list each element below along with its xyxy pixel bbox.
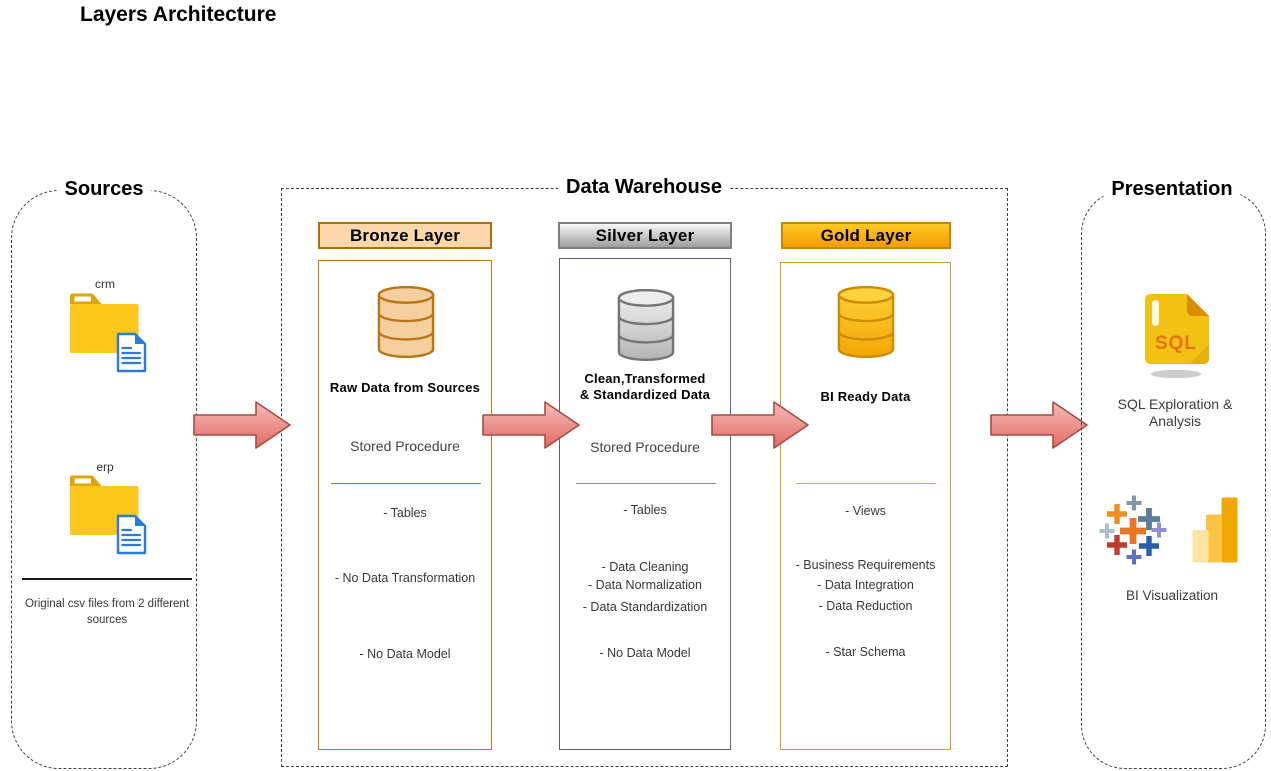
- silver-layer-divider: [576, 483, 716, 484]
- bronze-layer-item: - No Data Transformation: [334, 571, 476, 585]
- erp-folder-label: erp: [96, 460, 114, 474]
- presentation-group-box: [1081, 190, 1266, 769]
- bronze-layer-item: - No Data Model: [359, 647, 451, 661]
- silver-layer-title: Silver Layer: [595, 225, 695, 245]
- crm-folder-label: crm: [95, 277, 115, 291]
- presentation-group-label: Presentation: [1103, 178, 1241, 202]
- bronze-layer-title: Bronze Layer: [349, 225, 461, 245]
- gold-layer-divider: [796, 483, 936, 484]
- bronze-layer-box: Raw Data from Sources Stored Procedure -…: [318, 260, 492, 750]
- csv-file-icon: [116, 332, 147, 373]
- sql-badge-text: SQL: [1155, 333, 1197, 354]
- database-icon: [837, 286, 895, 358]
- gold-layer-item: - Views: [845, 504, 886, 518]
- gold-layer-title: Gold Layer: [820, 225, 912, 245]
- bi-caption: BI Visualization: [1125, 588, 1219, 603]
- bronze-layer-divider: [331, 483, 481, 484]
- gold-layer-box: BI Ready Data - Views - Business Require…: [780, 262, 951, 750]
- sources-divider: [22, 578, 192, 580]
- silver-layer-box: Clean,Transformed & Standardized Data St…: [559, 258, 731, 750]
- silver-layer-heading: Clean,Transformed & Standardized Data: [579, 371, 711, 402]
- gold-layer-item: - Data Integration: [817, 578, 914, 592]
- silver-layer-item: - Data Cleaning: [601, 560, 689, 574]
- flow-arrow-icon: [990, 401, 1088, 449]
- sql-caption: SQL Exploration & Analysis: [1117, 396, 1233, 429]
- sources-group-label: Sources: [56, 178, 152, 202]
- silver-layer-item: - No Data Model: [599, 646, 691, 660]
- data-warehouse-group-label: Data Warehouse: [558, 176, 730, 200]
- database-icon: [617, 289, 675, 361]
- silver-layer-item: - Tables: [623, 503, 667, 517]
- sources-caption: Original csv files from 2 different sour…: [24, 598, 190, 626]
- power-bi-icon: [1192, 497, 1238, 563]
- sql-file-icon: SQL: [1145, 294, 1209, 379]
- silver-layer-subheading: Stored Procedure: [590, 439, 700, 455]
- page-title: Layers Architecture: [80, 3, 277, 26]
- flow-arrow-icon: [482, 401, 580, 449]
- gold-layer-header: Gold Layer: [781, 222, 951, 249]
- bronze-layer-heading: Raw Data from Sources: [329, 380, 481, 395]
- tableau-icon: [1099, 495, 1167, 565]
- bronze-layer-item: - Tables: [383, 506, 427, 520]
- gold-layer-item: - Data Reduction: [818, 599, 913, 613]
- flow-arrow-icon: [711, 401, 809, 449]
- csv-file-icon: [116, 514, 147, 555]
- database-icon: [377, 286, 435, 358]
- folder-icon: [70, 293, 147, 373]
- silver-layer-item: - Data Standardization: [582, 600, 708, 614]
- gold-layer-heading: BI Ready Data: [820, 389, 911, 404]
- gold-layer-item: - Business Requirements: [795, 558, 936, 572]
- folder-icon: [70, 475, 147, 555]
- silver-layer-item: - Data Normalization: [588, 578, 702, 592]
- gold-layer-item: - Star Schema: [825, 645, 906, 659]
- bronze-layer-header: Bronze Layer: [318, 222, 492, 249]
- silver-layer-header: Silver Layer: [558, 222, 732, 249]
- flow-arrow-icon: [193, 401, 291, 449]
- bronze-layer-subheading: Stored Procedure: [350, 438, 460, 454]
